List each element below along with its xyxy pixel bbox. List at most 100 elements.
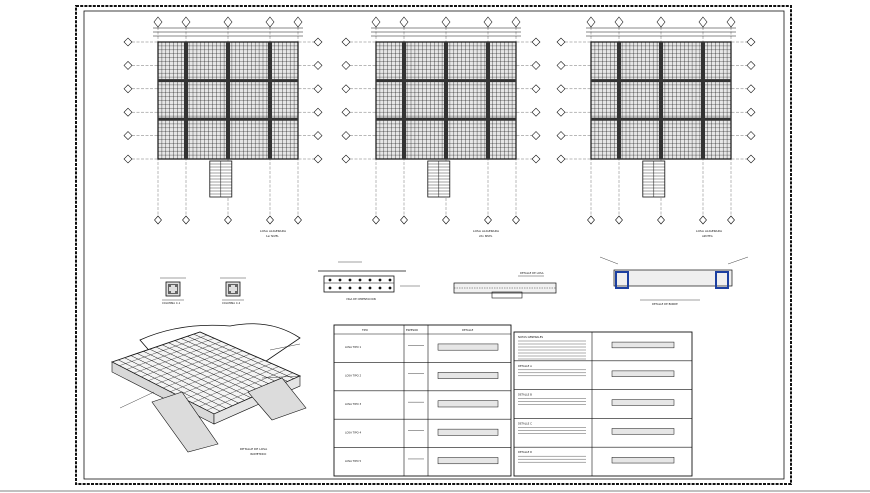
grid-marker bbox=[556, 84, 566, 94]
column-detail-a-label: COLUMNA C-1 bbox=[162, 301, 181, 305]
table-row-label: LOSA TIPO 3 bbox=[345, 402, 361, 406]
plan-subcaption-1: 1er NIVEL bbox=[266, 234, 279, 238]
grid-marker bbox=[531, 107, 541, 117]
beam bbox=[376, 117, 516, 121]
rebar-dot bbox=[338, 278, 342, 282]
slab-section-detail: DETALLE DE LOSA bbox=[453, 271, 557, 299]
iso-joist bbox=[168, 342, 270, 390]
iso-joist bbox=[174, 340, 276, 388]
table-row-label: LOSA TIPO 4 bbox=[345, 430, 361, 434]
grid-marker bbox=[341, 154, 351, 164]
table-row-section bbox=[437, 372, 499, 379]
grid-marker bbox=[123, 84, 133, 94]
table-row-section bbox=[611, 428, 675, 435]
grid-marker bbox=[511, 16, 521, 28]
rebar-dot bbox=[348, 286, 352, 290]
rebar-dot bbox=[348, 278, 352, 282]
iso-joist bbox=[192, 366, 279, 404]
column-detail-b-label: COLUMNA C-2 bbox=[222, 301, 241, 305]
grid-marker bbox=[293, 16, 303, 28]
rebar-dot bbox=[358, 286, 362, 290]
grid-marker bbox=[341, 60, 351, 70]
grid-marker bbox=[441, 16, 451, 28]
table-row-section bbox=[611, 457, 675, 464]
grid-marker bbox=[656, 16, 666, 28]
beam bbox=[486, 42, 490, 159]
grid-marker bbox=[699, 215, 707, 225]
beam bbox=[184, 42, 188, 159]
grid-marker bbox=[313, 84, 323, 94]
grid-marker bbox=[294, 215, 302, 225]
grid-marker bbox=[556, 107, 566, 117]
grid-marker bbox=[341, 37, 351, 47]
grid-marker bbox=[123, 131, 133, 141]
grid-marker bbox=[746, 154, 756, 164]
grid-marker bbox=[123, 154, 133, 164]
grid-marker bbox=[123, 107, 133, 117]
grid-marker bbox=[531, 37, 541, 47]
grid-marker bbox=[587, 215, 595, 225]
plan-caption-1: LOSA ALIGERADA bbox=[260, 229, 287, 233]
beam bbox=[158, 117, 298, 121]
sheet-inner-frame bbox=[83, 10, 785, 480]
grid-marker bbox=[746, 107, 756, 117]
grid-marker bbox=[181, 16, 191, 28]
beam bbox=[158, 79, 298, 83]
edge-detail-label: DETALLE DE BORDE bbox=[652, 302, 678, 306]
beam bbox=[591, 117, 731, 121]
grid-marker bbox=[614, 16, 624, 28]
grid-marker bbox=[586, 16, 596, 28]
rebar-dot bbox=[388, 286, 392, 290]
grid-marker bbox=[657, 215, 665, 225]
grid-marker bbox=[531, 84, 541, 94]
iso-subcaption: ISOMETRICO bbox=[250, 452, 266, 456]
beam-section-label: VIGA DE CIMENTACION bbox=[346, 297, 376, 301]
rebar-dot bbox=[328, 286, 332, 290]
slab-section-label: DETALLE DE LOSA bbox=[520, 271, 544, 275]
grid-marker bbox=[341, 84, 351, 94]
plan-subcaption-3: AZOTEA bbox=[702, 234, 713, 238]
isometric-slab-detail: DETALLE DE LOSA ISOMETRICO bbox=[110, 323, 307, 456]
beam-section-detail: VIGA DE CIMENTACION bbox=[318, 261, 420, 301]
table-row-section bbox=[437, 457, 499, 465]
plan-caption-2: LOSA ALIGERADA bbox=[473, 229, 500, 233]
grid-marker bbox=[123, 60, 133, 70]
grid-marker bbox=[512, 215, 520, 225]
grid-marker bbox=[313, 107, 323, 117]
iso-joist bbox=[199, 369, 286, 407]
grid-marker bbox=[341, 131, 351, 141]
grid-marker bbox=[182, 215, 190, 225]
grid-marker bbox=[223, 16, 233, 28]
grid-marker bbox=[726, 16, 736, 28]
iso-joist bbox=[162, 344, 264, 393]
edge-block-right bbox=[715, 271, 729, 289]
grid-marker bbox=[313, 131, 323, 141]
rebar-dot bbox=[368, 278, 372, 282]
rebar-dot bbox=[378, 278, 382, 282]
grid-marker bbox=[556, 60, 566, 70]
iso-caption: DETALLE DE LOSA bbox=[240, 447, 268, 451]
grid-marker bbox=[698, 16, 708, 28]
grid-marker bbox=[123, 37, 133, 47]
table-row-section bbox=[611, 370, 675, 377]
grid-marker bbox=[483, 16, 493, 28]
floor-plan-3 bbox=[556, 16, 756, 225]
rebar-dot bbox=[388, 278, 392, 282]
column-detail-a: COLUMNA C-1 bbox=[160, 277, 186, 305]
table-row-note: DETALLE A bbox=[518, 364, 532, 368]
beam bbox=[376, 79, 516, 83]
rebar-dot bbox=[338, 286, 342, 290]
iso-joist bbox=[184, 363, 272, 400]
grid-marker bbox=[531, 131, 541, 141]
grid-marker bbox=[153, 16, 163, 28]
grid-marker bbox=[313, 37, 323, 47]
table-row-section bbox=[611, 341, 675, 349]
table-row-label: LOSA TIPO 2 bbox=[345, 374, 361, 378]
grid-marker bbox=[313, 60, 323, 70]
iso-joist bbox=[177, 360, 265, 396]
beam bbox=[402, 42, 406, 159]
